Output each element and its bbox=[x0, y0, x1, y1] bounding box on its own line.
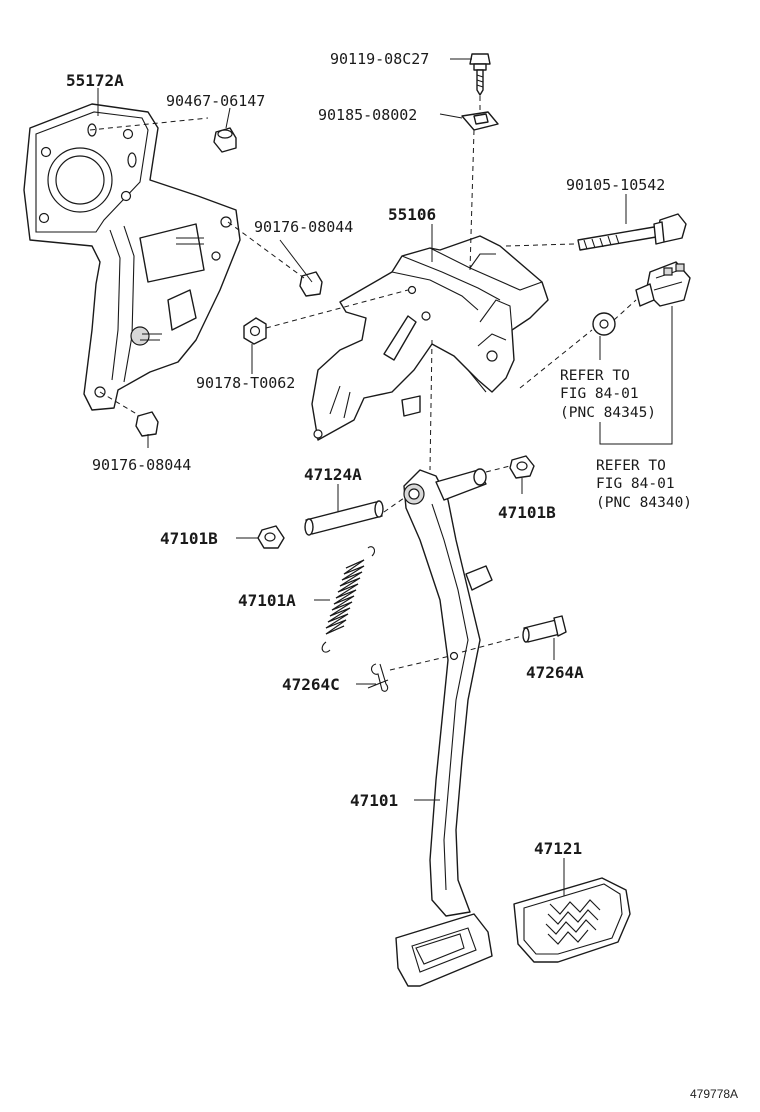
nut-90467-06147 bbox=[213, 127, 237, 153]
label-55172A: 55172A bbox=[66, 71, 124, 90]
label-90185-08002: 90185-08002 bbox=[318, 106, 417, 124]
refer-note-84340: REFER TO FIG 84-01 (PNC 84340) bbox=[596, 458, 692, 511]
refer-84340-line3: (PNC 84340) bbox=[596, 495, 692, 511]
label-47264C: 47264C bbox=[282, 675, 340, 694]
label-90176-08044-lower: 90176-08044 bbox=[92, 456, 191, 474]
label-90105-10542: 90105-10542 bbox=[566, 176, 665, 194]
label-55106: 55106 bbox=[388, 205, 436, 224]
brake-pedal-arm-47101 bbox=[395, 468, 493, 987]
label-47264A: 47264A bbox=[526, 663, 584, 682]
refer-84345-line1: REFER TO bbox=[560, 368, 630, 384]
pedal-pad-47121 bbox=[513, 877, 631, 963]
pin-47264A bbox=[522, 615, 567, 643]
refer-84345-line2: FIG 84-01 bbox=[560, 386, 639, 402]
leader-lines bbox=[97, 58, 673, 896]
assembly-lines bbox=[89, 96, 637, 671]
pedal-bracket-55106 bbox=[311, 235, 549, 441]
label-90178-T0062: 90178-T0062 bbox=[196, 374, 295, 392]
label-90176-08044-upper: 90176-08044 bbox=[254, 218, 353, 236]
refer-84345-line3: (PNC 84345) bbox=[560, 405, 656, 421]
refer-84340-line1: REFER TO bbox=[596, 458, 666, 474]
label-47101B-left: 47101B bbox=[160, 529, 218, 548]
pedal-support-bracket-55172A bbox=[23, 103, 241, 411]
label-47101: 47101 bbox=[350, 791, 398, 810]
return-spring-47101A bbox=[321, 546, 376, 653]
clip-nut-90185-08002 bbox=[461, 111, 499, 131]
clip-47264C bbox=[367, 663, 389, 692]
label-90467-06147: 90467-06147 bbox=[166, 92, 265, 110]
switch-nut bbox=[592, 312, 616, 336]
bolt-90119-08C27 bbox=[469, 53, 491, 96]
nut-90178-T0062 bbox=[243, 317, 267, 345]
label-90119-08C27: 90119-08C27 bbox=[330, 50, 429, 68]
part-labels: 55172A 90467-06147 90119-08C27 90185-080… bbox=[66, 50, 665, 858]
label-47101A: 47101A bbox=[238, 591, 296, 610]
refer-84340-line2: FIG 84-01 bbox=[596, 476, 675, 492]
label-47124A: 47124A bbox=[304, 465, 362, 484]
label-47121: 47121 bbox=[534, 839, 582, 858]
refer-note-84345: REFER TO FIG 84-01 (PNC 84345) bbox=[560, 368, 656, 421]
long-bolt-90105-10542 bbox=[577, 213, 687, 251]
nut-90176-08044-lower bbox=[135, 411, 159, 437]
nut-90176-08044-upper bbox=[299, 271, 323, 297]
bushing-47101B-left bbox=[257, 525, 285, 549]
stop-lamp-switch bbox=[635, 261, 691, 307]
catalog-number: 479778A bbox=[690, 1087, 738, 1101]
shaft-47124A bbox=[304, 500, 384, 536]
label-47101B-right: 47101B bbox=[498, 503, 556, 522]
bushing-47101B-right bbox=[509, 455, 535, 479]
